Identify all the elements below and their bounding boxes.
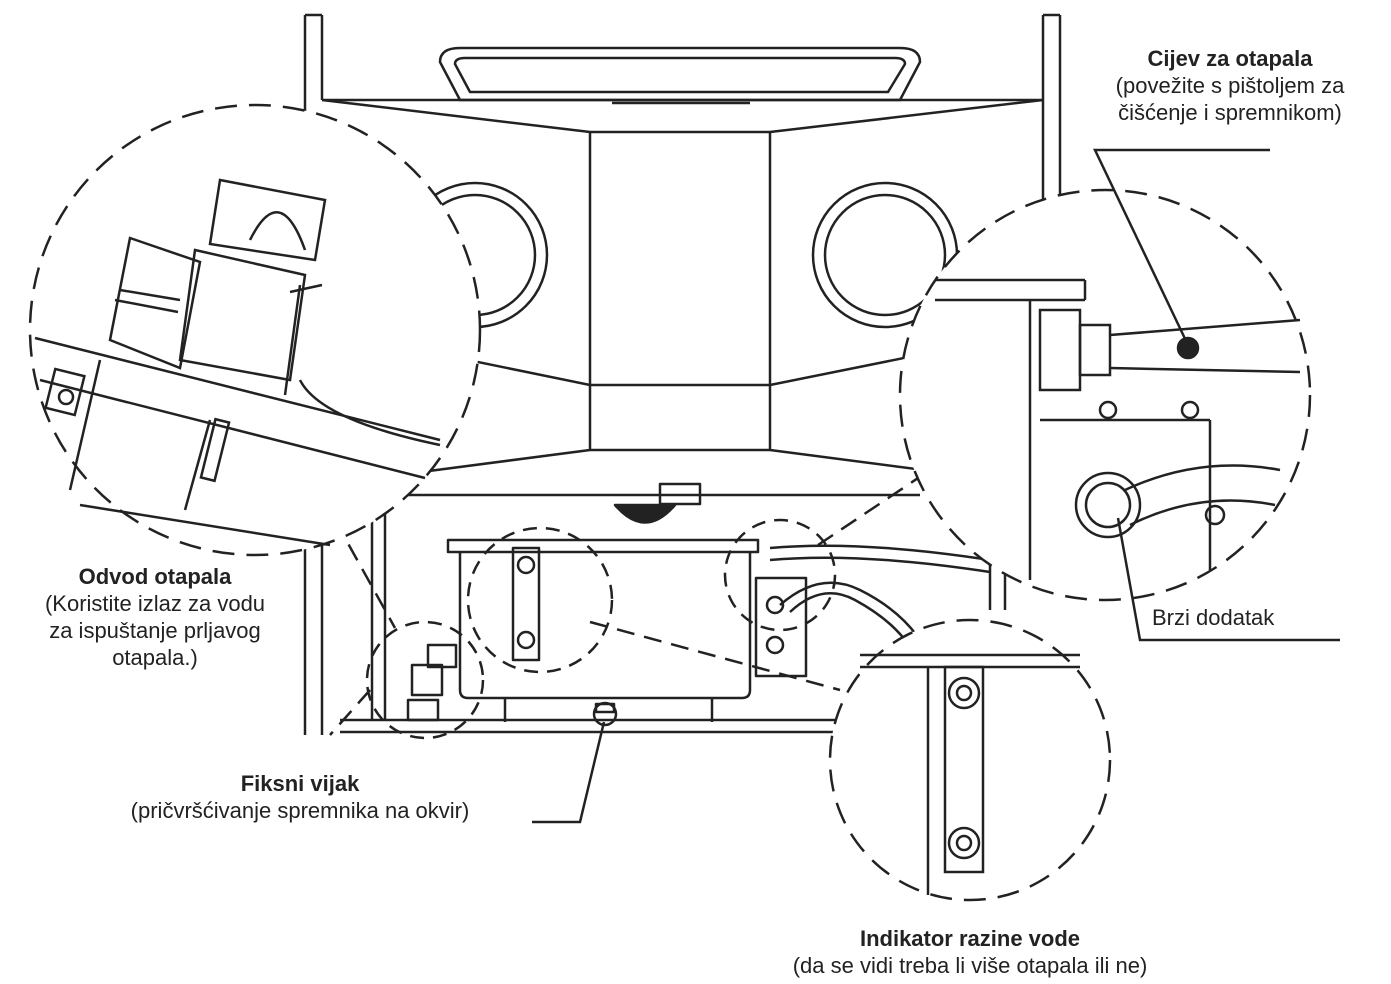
fixing-screw-title: Fiksni vijak [240, 771, 360, 796]
zoom-drain-valve [28, 103, 482, 557]
water-level-title: Indikator razine vode [859, 926, 1081, 951]
leader-quick-connector [1116, 517, 1340, 642]
motor-dome [613, 482, 702, 524]
solvent-drain-desc-3: otapala.) [112, 645, 198, 670]
callout-fixing-screw: Fiksni vijak (pričvršćivanje spremnika n… [60, 770, 540, 824]
solvent-hose-lower [769, 544, 991, 641]
leader-solvent-hose-dot [1176, 336, 1200, 360]
solvent-drain-desc-2: za ispuštanje prljavog [49, 618, 261, 643]
water-level-desc: (da se vidi treba li više otapala ili ne… [792, 953, 1148, 978]
solvent-hose-desc-1: (povežite s pištoljem za [1115, 73, 1345, 98]
solvent-hose-title: Cijev za otapala [1147, 46, 1313, 71]
detail-circles-small [365, 518, 837, 740]
solvent-drain-desc-1: (Koristite izlaz za vodu [44, 591, 266, 616]
solvent-drain-title: Odvod otapala [78, 564, 232, 589]
solvent-hose-desc-2: čišćenje i spremnikom) [1118, 100, 1342, 125]
top-handle [438, 46, 922, 105]
callout-solvent-hose: Cijev za otapala (povežite s pištoljem z… [1070, 45, 1390, 126]
zoom-quick-connector [898, 188, 1312, 602]
fixing-screw-graphic [592, 701, 618, 727]
callout-solvent-drain: Odvod otapala (Koristite izlaz za vodu z… [0, 563, 310, 671]
solvent-tank [446, 538, 808, 722]
fixing-screw-desc: (pričvršćivanje spremnika na okvir) [130, 798, 470, 823]
leader-fixing-screw [532, 721, 606, 824]
leader-solvent-hose [1093, 148, 1270, 346]
quick-connector-label: Brzi dodatak [1152, 605, 1275, 630]
callout-water-level-indicator: Indikator razine vode (da se vidi treba … [700, 925, 1240, 979]
zoom-water-level-indicator [828, 618, 1112, 902]
drain-valve-graphic [406, 643, 458, 722]
callout-quick-connector: Brzi dodatak [1152, 604, 1274, 631]
